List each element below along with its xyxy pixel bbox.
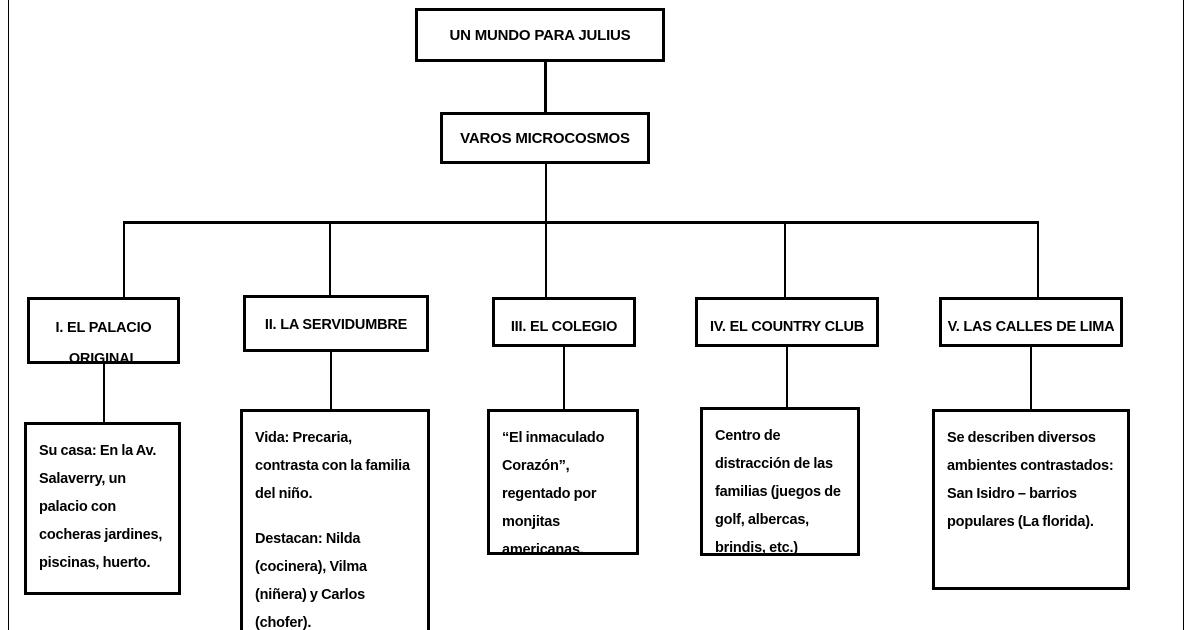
node-branch-1-heading-label: I. EL PALACIO ORIGINAL xyxy=(55,320,152,364)
connector-level2-to-bus xyxy=(545,164,547,224)
node-branch-5-heading-label: V. LAS CALLES DE LIMA xyxy=(947,319,1115,335)
page-margin-rule-right xyxy=(1183,0,1184,630)
node-level2[interactable]: VAROS MICROCOSMOS xyxy=(440,112,650,164)
detail-paragraph: Vida: Precaria, contrasta con la familia… xyxy=(255,430,410,502)
connector-bus-to-branch-4 xyxy=(784,221,786,297)
node-branch-5-heading[interactable]: V. LAS CALLES DE LIMA xyxy=(939,297,1123,347)
node-root[interactable]: UN MUNDO PARA JULIUS xyxy=(415,8,665,62)
node-branch-4-heading[interactable]: IV. EL COUNTRY CLUB xyxy=(695,297,879,347)
node-branch-5-detail[interactable]: Se describen diversos ambientes contrast… xyxy=(932,409,1130,590)
node-branch-4-detail[interactable]: Centro de distracción de las familias (j… xyxy=(700,407,860,556)
connector-bus-to-branch-5 xyxy=(1037,221,1039,297)
node-branch-3-heading-label: III. EL COLEGIO xyxy=(510,319,618,335)
page-margin-rule-left xyxy=(8,0,9,630)
detail-paragraph: Se describen diversos ambientes contrast… xyxy=(947,430,1114,530)
connector-branch-5-to-detail xyxy=(1030,347,1032,409)
node-branch-3-heading[interactable]: III. EL COLEGIO xyxy=(492,297,636,347)
connector-horizontal-bus xyxy=(123,221,1039,224)
connector-bus-to-branch-1 xyxy=(123,221,125,297)
connector-bus-to-branch-2 xyxy=(329,221,331,297)
node-branch-1-detail[interactable]: Su casa: En la Av. Salaverry, un palacio… xyxy=(24,422,181,595)
node-branch-2-heading[interactable]: II. LA SERVIDUMBRE xyxy=(243,295,429,352)
connector-branch-2-to-detail xyxy=(330,352,332,409)
node-root-label: UN MUNDO PARA JULIUS xyxy=(449,26,631,44)
node-branch-2-heading-label: II. LA SERVIDUMBRE xyxy=(264,317,408,333)
connector-branch-1-to-detail xyxy=(103,364,105,422)
node-branch-4-heading-label: IV. EL COUNTRY CLUB xyxy=(709,319,865,335)
detail-paragraph: Destacan: Nilda (cocinera), Vilma (niñer… xyxy=(255,531,367,630)
connector-branch-4-to-detail xyxy=(786,347,788,407)
connector-root-to-level2 xyxy=(544,62,547,112)
connector-branch-3-to-detail xyxy=(563,347,565,409)
detail-paragraph: Centro de distracción de las familias (j… xyxy=(715,428,841,556)
connector-bus-to-branch-3 xyxy=(545,221,547,297)
detail-paragraph: Su casa: En la Av. Salaverry, un palacio… xyxy=(39,443,163,571)
node-branch-3-detail[interactable]: “El inmaculado Corazón”, regentado por m… xyxy=(487,409,639,555)
detail-paragraph: “El inmaculado Corazón”, regentado por m… xyxy=(502,430,605,555)
node-branch-1-heading[interactable]: I. EL PALACIO ORIGINAL xyxy=(27,297,180,364)
node-level2-label: VAROS MICROCOSMOS xyxy=(460,129,630,147)
node-branch-2-detail[interactable]: Vida: Precaria, contrasta con la familia… xyxy=(240,409,430,630)
